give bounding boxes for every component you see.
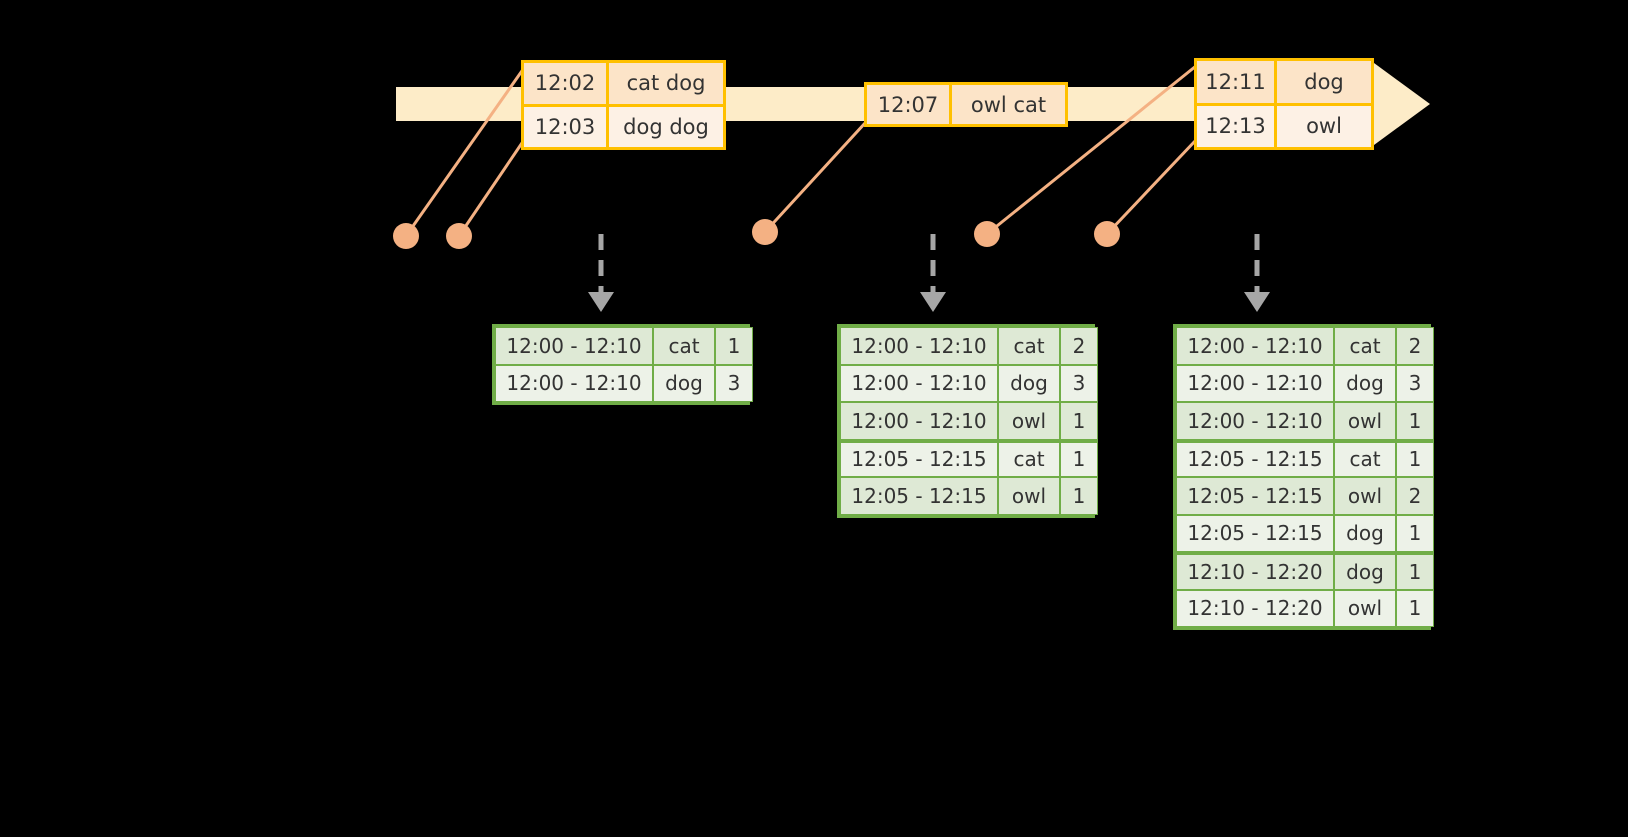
result-count-cell: 2	[1060, 327, 1098, 365]
event-dots	[393, 219, 1120, 249]
result-word-cell: cat	[998, 327, 1060, 365]
event-words: dog	[1277, 61, 1371, 103]
result-word-cell: dog	[1334, 514, 1396, 552]
result-window-cell: 12:00 - 12:10	[840, 402, 998, 440]
result-window-cell: 12:05 - 12:15	[1176, 439, 1334, 477]
event-row: 12:07 owl cat	[867, 85, 1065, 124]
result-window-cell: 12:05 - 12:15	[1176, 477, 1334, 515]
event-dot-2	[446, 223, 472, 249]
result-word-cell: owl	[1334, 589, 1396, 627]
event-time: 12:03	[524, 106, 609, 147]
result-count-cell: 3	[715, 364, 753, 402]
result-window-cell: 12:00 - 12:10	[840, 327, 998, 365]
result-arrowhead-2	[920, 292, 946, 312]
result-arrowhead-1	[588, 292, 614, 312]
result-word-cell: dog	[998, 364, 1060, 402]
result-arrow-heads	[588, 292, 1270, 312]
event-words: owl	[1277, 105, 1371, 147]
result-window-cell: 12:00 - 12:10	[1176, 364, 1334, 402]
event-time: 12:02	[524, 63, 609, 104]
result-count-cell: 1	[1396, 589, 1434, 627]
result-word-cell: owl	[1334, 402, 1396, 440]
result-window-cell: 12:00 - 12:10	[1176, 402, 1334, 440]
event-words: cat dog	[609, 63, 723, 104]
event-words: dog dog	[609, 106, 723, 147]
event-row: 12:13 owl	[1197, 102, 1371, 147]
result-count-cell: 1	[1396, 439, 1434, 477]
result-window-cell: 12:10 - 12:20	[1176, 589, 1334, 627]
result-window-cell: 12:05 - 12:15	[840, 439, 998, 477]
result-word-cell: dog	[1334, 552, 1396, 590]
result-word-cell: dog	[1334, 364, 1396, 402]
result-word-cell: dog	[653, 364, 715, 402]
result-count-cell: 3	[1060, 364, 1098, 402]
result-word-cell: cat	[1334, 439, 1396, 477]
result-word-cell: owl	[998, 477, 1060, 515]
result-count-cell: 1	[1396, 552, 1434, 590]
connector-2	[457, 139, 526, 237]
result-count-cell: 1	[715, 327, 753, 365]
result-word-cell: cat	[653, 327, 715, 365]
result-window-cell: 12:05 - 12:15	[1176, 514, 1334, 552]
event-box-1: 12:02 cat dog 12:03 dog dog	[521, 60, 726, 150]
event-time: 12:13	[1197, 105, 1277, 147]
result-window-cell: 12:05 - 12:15	[840, 477, 998, 515]
result-count-cell: 3	[1396, 364, 1434, 402]
result-count-cell: 1	[1060, 477, 1098, 515]
event-row: 12:03 dog dog	[524, 103, 723, 147]
result-word-cell: cat	[998, 439, 1060, 477]
connector-3	[763, 120, 868, 234]
result-count-cell: 1	[1060, 439, 1098, 477]
result-arrowhead-3	[1244, 292, 1270, 312]
event-dot-1	[393, 223, 419, 249]
result-window-cell: 12:00 - 12:10	[495, 364, 653, 402]
event-dot-4	[974, 221, 1000, 247]
event-row: 12:11 dog	[1197, 61, 1371, 103]
result-count-cell: 1	[1396, 402, 1434, 440]
result-window-cell: 12:10 - 12:20	[1176, 552, 1334, 590]
result-count-cell: 2	[1396, 327, 1434, 365]
result-window-cell: 12:00 - 12:10	[495, 327, 653, 365]
result-window-cell: 12:00 - 12:10	[1176, 327, 1334, 365]
result-word-cell: cat	[1334, 327, 1396, 365]
event-time: 12:11	[1197, 61, 1277, 103]
connector-1	[404, 67, 526, 237]
event-time: 12:07	[867, 85, 952, 124]
event-dot-5	[1094, 221, 1120, 247]
event-words: owl cat	[952, 85, 1065, 124]
event-row: 12:02 cat dog	[524, 63, 723, 104]
result-window-cell: 12:00 - 12:10	[840, 364, 998, 402]
event-dot-3	[752, 219, 778, 245]
event-box-2: 12:07 owl cat	[864, 82, 1068, 127]
result-word-cell: owl	[1334, 477, 1396, 515]
result-arrows	[598, 234, 1260, 296]
event-box-3: 12:11 dog 12:13 owl	[1194, 58, 1374, 150]
result-count-cell: 1	[1396, 514, 1434, 552]
result-word-cell: owl	[998, 402, 1060, 440]
result-count-cell: 2	[1396, 477, 1434, 515]
connector-5	[1105, 138, 1198, 236]
result-count-cell: 1	[1060, 402, 1098, 440]
